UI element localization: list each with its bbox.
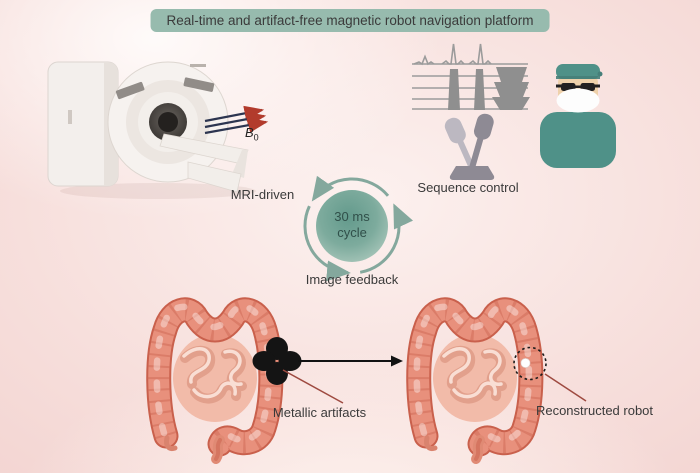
mri-scanner-icon (47, 61, 256, 199)
metallic-artifacts-caption: Metallic artifacts (272, 405, 367, 420)
sequence-control-caption: Sequence control (417, 180, 519, 195)
image-feedback-caption: Image feedback (305, 272, 399, 287)
reconstructed-robot-caption: Reconstructed robot (535, 403, 654, 418)
cycle-duration-label: 30 ms cycle (334, 209, 370, 241)
rotation-arrows-icon (303, 175, 413, 282)
pulse-sequence-icon (412, 43, 530, 110)
metallic-artifact-clover-icon (252, 337, 302, 385)
b0-field-label: B0 (245, 125, 259, 143)
reconstructed-robot-marker-icon (513, 346, 547, 381)
b0-field-arrows-icon (204, 105, 269, 135)
title-banner: Real-time and artifact-free magnetic rob… (150, 9, 550, 32)
mri-caption: MRI-driven (230, 187, 295, 202)
surgeon-icon (540, 64, 616, 168)
right-arrow-icon (298, 355, 403, 367)
artifact-pointer-line (282, 369, 344, 404)
robot-pointer-line (544, 373, 587, 402)
joystick-icon (444, 113, 495, 180)
